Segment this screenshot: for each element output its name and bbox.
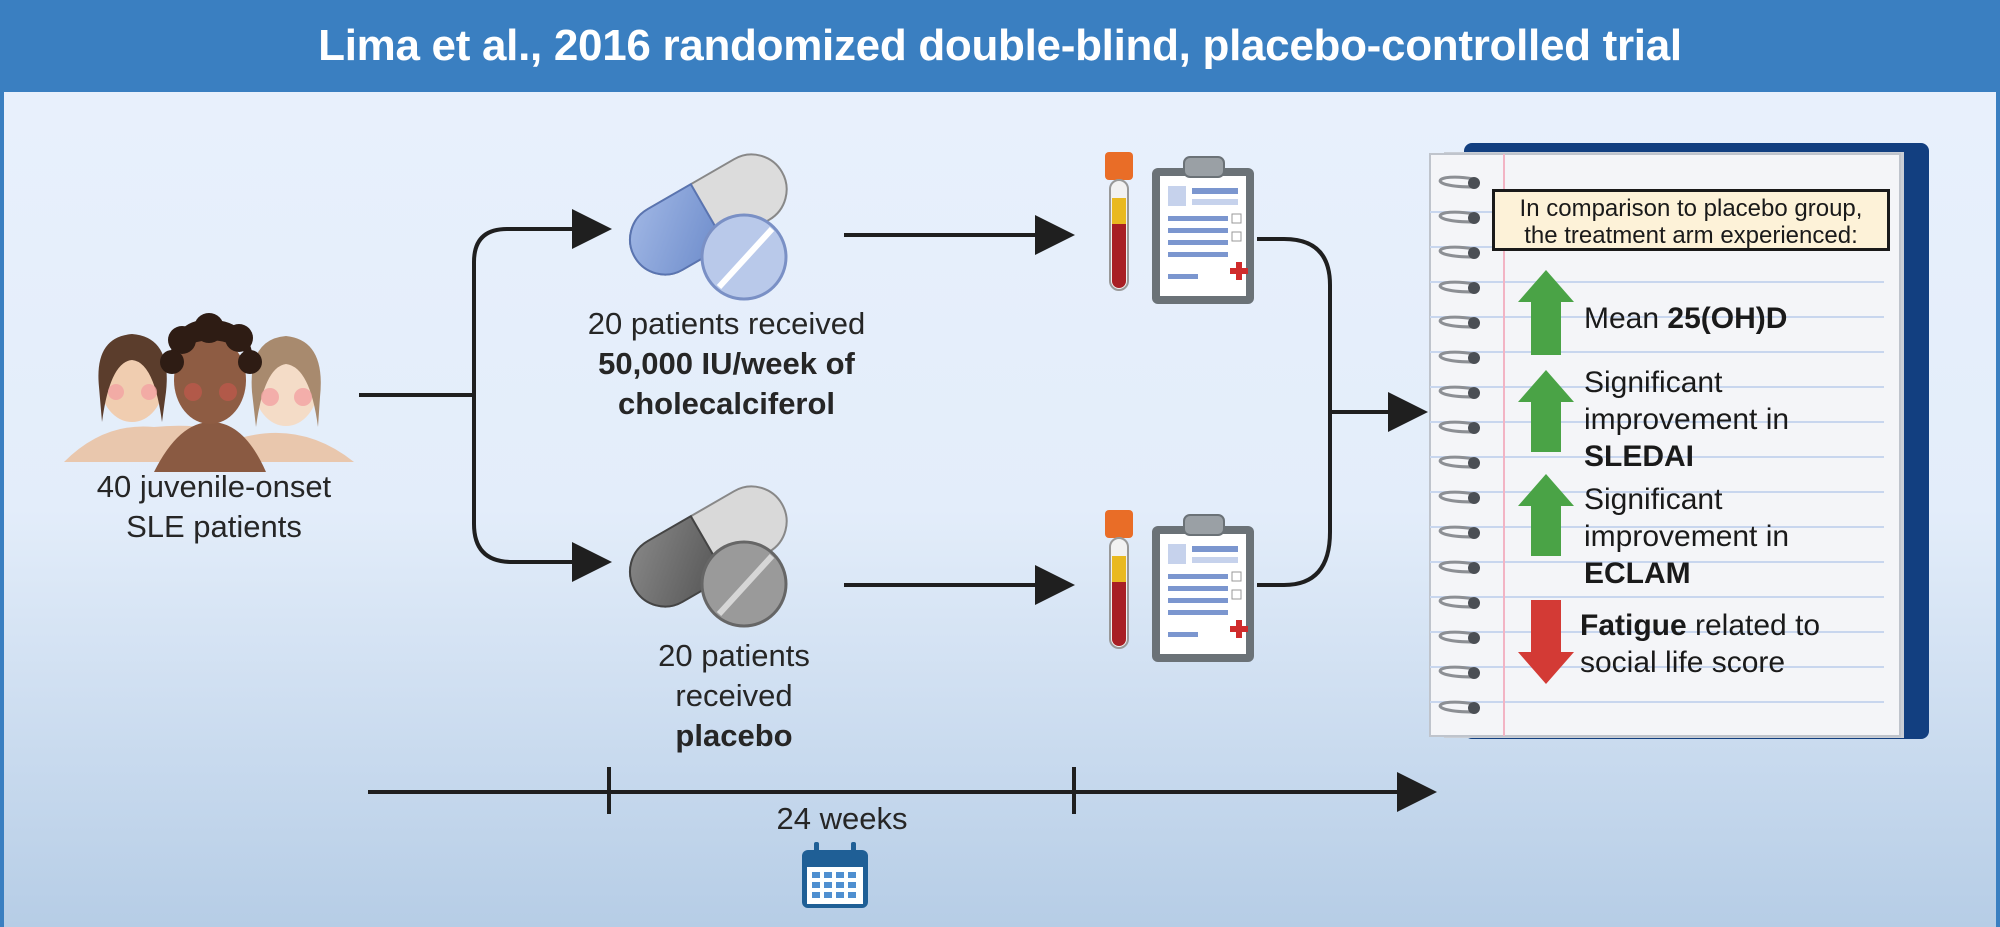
results-heading-line1: In comparison to placebo group,: [1519, 195, 1863, 222]
treatment-line1: 20 patients received: [587, 306, 866, 341]
finding-sledai: Significant improvement in SLEDAI: [1584, 364, 1844, 475]
clipboard-icon: [1152, 514, 1254, 662]
up-arrow-icon: [1518, 474, 1574, 556]
down-arrow-icon: [1518, 600, 1574, 684]
finding-3-text: Significant improvement in: [1584, 483, 1790, 553]
placebo-pill-icon: [629, 485, 788, 628]
placebo-drug-line: placebo: [594, 716, 874, 756]
placebo-arm-label: 20 patients received placebo: [594, 636, 874, 756]
vitamin-d-pill-icon: [629, 153, 788, 301]
finding-2-text: Significant improvement in: [1584, 366, 1790, 436]
up-arrow-icon: [1518, 370, 1574, 452]
finding-mean-25ohd: Mean 25(OH)D: [1584, 300, 1884, 337]
finding-eclam: Significant improvement in ECLAM: [1584, 481, 1844, 592]
placebo-line1: 20 patients: [658, 638, 810, 673]
patients-icon: [64, 313, 354, 472]
treatment-line2: 50,000 IU/week of: [598, 346, 855, 381]
blood-tube-icon: [1105, 152, 1133, 291]
duration-label: 24 weeks: [776, 801, 908, 836]
finding-1-text: Mean: [1584, 302, 1668, 335]
cohort-line1: 40 juvenile-onset: [96, 469, 332, 504]
calendar-icon: [802, 842, 868, 908]
finding-fatigue: Fatigue related to social life score: [1580, 607, 1865, 681]
placebo-line3: placebo: [675, 718, 793, 753]
results-heading-line2: the treatment arm experienced:: [1524, 222, 1858, 249]
cohort-label: 40 juvenile-onset SLE patients: [64, 467, 364, 547]
blood-tube-icon: [1105, 510, 1133, 649]
treatment-line3: cholecalciferol: [617, 386, 836, 421]
treatment-dose-line: 50,000 IU/week of: [564, 344, 889, 384]
page-title: Lima et al., 2016 randomized double-blin…: [0, 0, 2000, 92]
finding-1-bold: 25(OH)D: [1667, 302, 1788, 335]
treatment-arm-label: 20 patients received 50,000 IU/week of c…: [564, 304, 889, 424]
finding-2-bold: SLEDAI: [1584, 440, 1695, 473]
placebo-line2: received: [675, 678, 793, 713]
finding-3-bold: ECLAM: [1584, 557, 1691, 590]
up-arrow-icon: [1518, 270, 1574, 355]
clipboard-icon: [1152, 156, 1254, 304]
finding-4-text: related to social life score: [1580, 609, 1821, 679]
finding-4-bold: Fatigue: [1580, 609, 1687, 642]
treatment-drug-line: cholecalciferol: [564, 384, 889, 424]
diagram-canvas: 40 juvenile-onset SLE patients 20 patien…: [0, 92, 2000, 927]
branch-connectors: [359, 209, 1428, 605]
cohort-line2: SLE patients: [126, 509, 302, 544]
results-heading: In comparison to placebo group, the trea…: [1492, 189, 1890, 251]
timeline: [368, 767, 1437, 814]
